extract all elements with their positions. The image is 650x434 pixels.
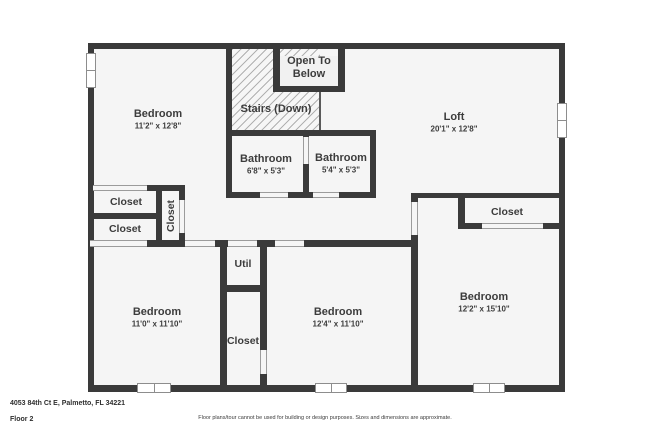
wall [88, 213, 162, 219]
room-label-open-to-below: Open To Below [287, 55, 331, 80]
room-dims-bedroom-bottom-middle: 12'4" x 11'10" [312, 319, 364, 329]
wall [411, 193, 418, 385]
wall [260, 374, 267, 385]
door-opening [275, 240, 304, 247]
wall [220, 285, 267, 292]
open-to-below-area [280, 56, 338, 86]
wall [220, 247, 227, 385]
window-bar [558, 120, 566, 121]
window [137, 383, 171, 393]
wall [303, 136, 309, 198]
wall [273, 86, 345, 92]
room-label-closet-vertical: Closet [165, 199, 177, 233]
room-dims-bathroom-1: 6'8" x 5'3" [246, 166, 286, 176]
wall [226, 192, 376, 198]
wall [338, 49, 345, 92]
door-opening [411, 202, 418, 235]
room-label-closet-bottom-middle: Closet [226, 335, 260, 347]
wall [226, 130, 376, 136]
floor-plan-canvas [88, 43, 565, 392]
wall [370, 130, 376, 198]
room-dims-loft: 20'1" x 12'8" [430, 124, 478, 134]
wall [418, 193, 565, 198]
room-label-bedroom-right: Bedroom [459, 291, 509, 303]
room-dims-bedroom-top-left: 11'2" x 12'8" [134, 121, 182, 131]
door-opening [228, 240, 257, 247]
room-label-bathroom-2: Bathroom [315, 152, 367, 164]
room-label-stairs: Stairs (Down) [240, 103, 312, 115]
window [315, 383, 347, 393]
wall [156, 185, 162, 247]
room-label-loft: Loft [443, 111, 465, 123]
door-opening [179, 200, 185, 233]
room-label-bathroom-1: Bathroom [240, 153, 292, 165]
stairs-edge-line [319, 92, 321, 130]
wall [226, 49, 232, 198]
window [557, 103, 567, 138]
room-label-bedroom-bottom-left: Bedroom [132, 306, 182, 318]
wall [273, 49, 280, 92]
room-label-util: Util [234, 258, 252, 270]
floor-number-label: Floor 2 [10, 416, 34, 423]
room-dims-bathroom-2: 5'4" x 5'3" [321, 165, 361, 175]
wall [88, 43, 565, 49]
window-bar [87, 70, 95, 71]
wall [559, 43, 565, 392]
door-opening [313, 192, 339, 198]
window-bar [489, 384, 490, 392]
door-opening [303, 137, 309, 164]
wall [260, 247, 267, 350]
door-opening [90, 240, 147, 247]
door-opening [260, 192, 288, 198]
window-bar [154, 384, 155, 392]
room-label-closet-right: Closet [490, 206, 524, 218]
room-label-bedroom-top-left: Bedroom [133, 108, 183, 120]
room-dims-bedroom-right: 12'2" x 15'10" [458, 304, 510, 314]
window [473, 383, 505, 393]
disclaimer-text: Floor plans/tour cannot be used for buil… [198, 415, 452, 421]
door-opening [185, 240, 215, 247]
door-opening [482, 223, 543, 229]
window [86, 53, 96, 88]
room-label-closet-left-1: Closet [109, 196, 143, 208]
wall [458, 198, 465, 229]
property-address: 4053 84th Ct E, Palmetto, FL 34221 [10, 400, 126, 407]
window-bar [331, 384, 332, 392]
room-dims-bedroom-bottom-left: 11'0" x 11'10" [131, 319, 183, 329]
door-opening [260, 350, 267, 374]
room-label-bedroom-bottom-middle: Bedroom [313, 306, 363, 318]
door-opening [93, 185, 147, 191]
room-label-closet-left-2: Closet [108, 223, 142, 235]
